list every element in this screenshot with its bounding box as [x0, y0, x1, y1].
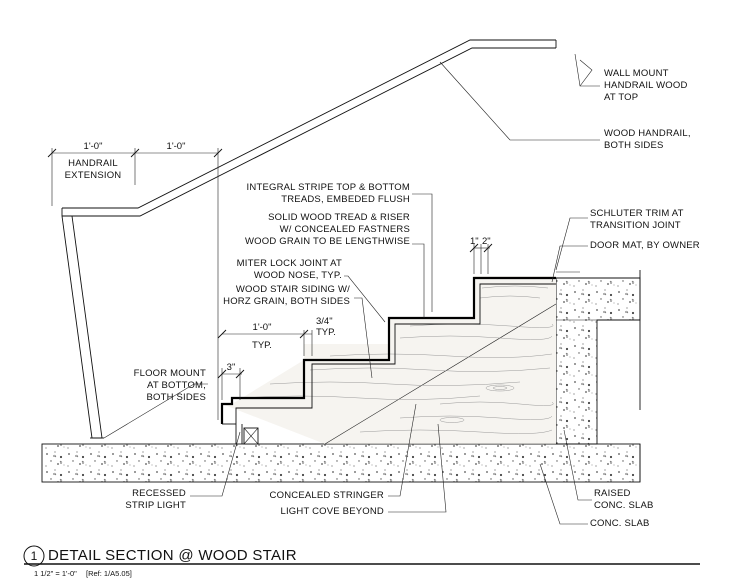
note-floor-mount-3: BOTH SIDES	[146, 392, 206, 403]
title-block: 1 DETAIL SECTION @ WOOD STAIR 1 1/2" = 1…	[23, 545, 700, 578]
leader-lines	[103, 53, 600, 525]
dim-tread: 1'-0"	[253, 322, 272, 333]
stair-profile	[220, 276, 556, 445]
detail-scale: 1 1/2" = 1'-0"	[34, 569, 77, 578]
dim-handrail-ext-right: 1'-0"	[167, 141, 186, 152]
concrete-slab	[41, 443, 641, 483]
note-floor-mount-1: FLOOR MOUNT	[134, 368, 206, 379]
note-solid-wood-2: W/ CONCEALED FASTNERS	[280, 224, 410, 235]
note-wood-handrail-2: BOTH SIDES	[604, 140, 664, 151]
note-door-mat: DOOR MAT, BY OWNER	[590, 240, 700, 251]
dim-tread-typ: TYP.	[252, 340, 272, 351]
note-raised-slab-1: RAISED	[594, 488, 631, 499]
note-solid-wood-3: WOOD GRAIN TO BE LENGTHWISE	[245, 236, 410, 247]
note-wall-mount-3: AT TOP	[604, 92, 638, 103]
dim-bottom-offset: 3"	[227, 362, 236, 373]
wood-handrail	[61, 39, 557, 439]
note-wall-mount-1: WALL MOUNT	[604, 68, 669, 79]
note-siding-1: WOOD STAIR SIDING W/	[236, 284, 350, 295]
note-integral-stripe-1: INTEGRAL STRIPE TOP & BOTTOM	[247, 182, 410, 193]
detail-number-bubble	[23, 545, 45, 567]
note-stringer: CONCEALED STRINGER	[270, 490, 384, 501]
dim-riser-typ: TYP.	[316, 327, 336, 338]
note-miter-2: WOOD NOSE, TYP.	[254, 270, 342, 281]
detail-title: DETAIL SECTION @ WOOD STAIR	[48, 547, 297, 564]
dimension-text: 1'-0" 1'-0" HANDRAIL EXTENSION 1'-0" TYP…	[65, 141, 491, 373]
note-light-cove: LIGHT COVE BEYOND	[280, 506, 384, 517]
note-schluter-2: TRANSITION JOINT	[590, 220, 681, 231]
note-siding-2: HORZ GRAIN, BOTH SIDES	[223, 296, 350, 307]
note-floor-mount-2: AT BOTTOM,	[147, 380, 206, 391]
notes: WALL MOUNT HANDRAIL WOOD AT TOP WOOD HAN…	[125, 68, 700, 529]
dimension-lines	[47, 148, 493, 420]
note-wood-handrail-1: WOOD HANDRAIL,	[604, 128, 691, 139]
detail-number: 1	[31, 549, 38, 563]
note-conc-slab: CONC. SLAB	[590, 518, 650, 529]
note-recessed-2: STRIP LIGHT	[125, 500, 186, 511]
dim-handrail-ext-left: 1'-0"	[84, 141, 103, 152]
dim-handrail-ext-label-1: HANDRAIL	[68, 158, 118, 169]
dim-top-nose: 1"	[470, 236, 479, 247]
dim-top-nose-b: 2"	[482, 236, 491, 247]
note-schluter-1: SCHLUTER TRIM AT	[590, 208, 684, 219]
dim-handrail-ext-label-2: EXTENSION	[65, 170, 122, 181]
raised-concrete-slab	[544, 270, 641, 445]
note-solid-wood-1: SOLID WOOD TREAD & RISER	[268, 212, 410, 223]
detail-ref: [Ref: 1/A5.05]	[86, 569, 132, 578]
note-miter-1: MITER LOCK JOINT AT	[237, 258, 342, 269]
note-recessed-1: RECESSED	[132, 488, 186, 499]
note-integral-stripe-2: TREADS, EMBEDED FLUSH	[281, 194, 410, 205]
dim-riser: 3/4"	[316, 316, 333, 327]
note-raised-slab-2: CONC. SLAB	[594, 500, 654, 511]
note-wall-mount-2: HANDRAIL WOOD	[604, 80, 688, 91]
